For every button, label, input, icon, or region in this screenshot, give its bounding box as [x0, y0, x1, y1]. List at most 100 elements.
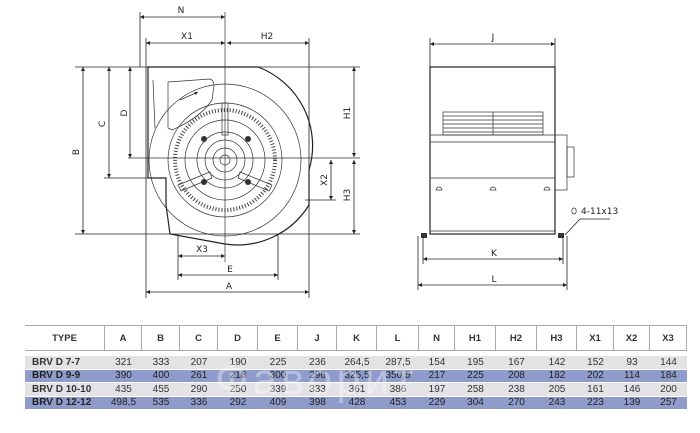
column-header-h2: H2 [496, 325, 537, 351]
cell-h1: 225 [455, 369, 496, 382]
cell-x2: 114 [614, 369, 650, 382]
front-view: J K L 4-11x13 [417, 33, 618, 290]
motor-brackets [177, 102, 273, 192]
dim-label-h2: H2 [261, 32, 274, 42]
cell-n: 154 [419, 356, 455, 369]
cell-b: 400 [142, 369, 180, 382]
column-header-x1: X1 [577, 325, 614, 351]
motor-terminal [554, 134, 568, 191]
cell-type: BRV D 10-10 [25, 383, 105, 396]
cell-k: 325,5 [337, 369, 377, 382]
cell-a: 498,5 [105, 396, 142, 409]
cell-j: 398 [298, 396, 337, 409]
cell-h2: 167 [496, 356, 537, 369]
column-header-j: J [298, 325, 337, 351]
cell-x3: 144 [650, 356, 687, 369]
cell-x1: 223 [577, 396, 614, 409]
cell-n: 197 [419, 383, 455, 396]
cell-type: BRV D 7-7 [25, 356, 105, 369]
cell-x2: 139 [614, 396, 650, 409]
cell-j: 296 [298, 369, 337, 382]
watermark: Фаворит [215, 355, 418, 404]
cell-a: 321 [105, 356, 142, 369]
cell-h3: 205 [537, 383, 577, 396]
slot-hole-icon [571, 207, 577, 215]
dim-label-x2: X2 [320, 174, 330, 186]
cell-a: 435 [105, 383, 142, 396]
cell-h3: 182 [537, 369, 577, 382]
column-header-n: N [419, 325, 455, 351]
cell-l: 386 [377, 383, 419, 396]
cell-h1: 304 [455, 396, 496, 409]
cell-d: 190 [218, 356, 258, 369]
column-header-c: C [180, 325, 218, 351]
cell-l: 287,5 [377, 356, 419, 369]
cell-a: 390 [105, 369, 142, 382]
cell-x1: 152 [577, 356, 614, 369]
cell-b: 333 [142, 356, 180, 369]
cell-l: 453 [377, 396, 419, 409]
cell-x3: 257 [650, 396, 687, 409]
fan-housing-outline [147, 66, 314, 246]
cell-x3: 184 [650, 369, 687, 382]
cell-n: 229 [419, 396, 455, 409]
cell-e: 225 [258, 356, 298, 369]
dim-label-l: L [491, 275, 496, 285]
dim-label-x1: X1 [181, 32, 193, 42]
column-header-type: TYPE [25, 325, 105, 351]
inlet-cutout [167, 78, 215, 131]
cell-e: 339 [258, 383, 298, 396]
rotation-arrow-icon [179, 91, 199, 101]
column-header-x2: X2 [614, 325, 650, 351]
cell-c: 207 [180, 356, 218, 369]
cell-x2: 146 [614, 383, 650, 396]
dim-label-x3: X3 [196, 245, 208, 255]
cell-x3: 200 [650, 383, 687, 396]
column-header-e: E [258, 325, 298, 351]
cell-k: 264,5 [337, 356, 377, 369]
cell-j: 236 [298, 356, 337, 369]
cell-d: 250 [218, 383, 258, 396]
cell-b: 535 [142, 396, 180, 409]
cell-h2: 270 [496, 396, 537, 409]
cell-j: 333 [298, 383, 337, 396]
dim-label-j: J [491, 33, 495, 43]
cell-k: 428 [337, 396, 377, 409]
dim-label-a: A [226, 282, 233, 292]
cell-x1: 202 [577, 369, 614, 382]
side-view: N X1 H2 B C D H1 X2 H3 X3 E A [72, 6, 360, 298]
fan-body-front [429, 66, 556, 235]
cell-c: 290 [180, 383, 218, 396]
dim-label-h3: H3 [343, 189, 353, 202]
cell-h3: 142 [537, 356, 577, 369]
dim-label-d: D [120, 109, 130, 116]
cell-type: BRV D 9-9 [25, 369, 105, 382]
hole-note: 4-11x13 [581, 207, 618, 217]
hole-leader-line [564, 218, 610, 236]
cell-h1: 258 [455, 383, 496, 396]
column-header-k: K [337, 325, 377, 351]
dim-label-h1: H1 [343, 107, 353, 120]
cell-d: 292 [218, 396, 258, 409]
cell-c: 336 [180, 396, 218, 409]
cell-l: 350,5 [377, 369, 419, 382]
column-header-a: A [105, 325, 142, 351]
column-header-h1: H1 [455, 325, 496, 351]
column-header-d: D [218, 325, 258, 351]
cell-h2: 238 [496, 383, 537, 396]
column-header-l: L [377, 325, 419, 351]
cell-c: 261 [180, 369, 218, 382]
cell-type: BRV D 12-12 [25, 396, 105, 409]
column-header-b: B [142, 325, 180, 351]
cell-k: 361 [337, 383, 377, 396]
column-header-x3: X3 [650, 325, 687, 351]
cell-x1: 161 [577, 383, 614, 396]
dim-label-e: E [227, 265, 233, 275]
dim-label-k: K [491, 249, 498, 259]
